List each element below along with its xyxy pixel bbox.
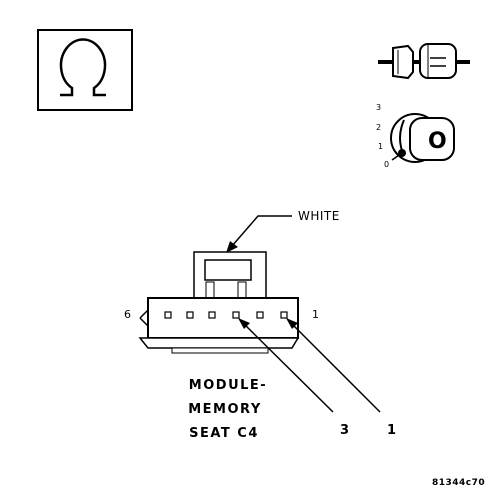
pin-cavity-6 <box>164 311 172 319</box>
pin-cavity-5 <box>186 311 194 319</box>
probe-label-3: 3 <box>340 423 351 438</box>
ignition-position-3: 3 <box>376 103 381 112</box>
ignition-position-1: 1 <box>378 142 383 151</box>
probe-label-1: 1 <box>387 423 398 438</box>
pin-right-label: 1 <box>312 308 319 321</box>
pin-cavity-4 <box>208 311 216 319</box>
probe-leader-1 <box>286 318 381 413</box>
probe-leader-3 <box>238 318 334 413</box>
ignition-position-2: 2 <box>376 123 381 132</box>
ignition-switch-positions: O 3 2 1 0 <box>376 103 455 169</box>
pin-cavity-2 <box>256 311 264 319</box>
connector-name-line-2: MEMORY <box>188 402 262 417</box>
wire-color-label: WHITE <box>298 209 340 223</box>
figure-code: 81344c70 <box>432 478 485 488</box>
pin-cavity-3 <box>232 311 240 319</box>
connector-name-line-3: SEAT C4 <box>189 426 259 441</box>
pin-cavity-1 <box>280 311 288 319</box>
ohm-resistance-icon <box>37 29 133 111</box>
wire-color-callout: WHITE <box>226 209 340 253</box>
ignition-key-icon <box>378 43 470 80</box>
connector-body <box>138 251 300 354</box>
pin-left-label: 6 <box>124 308 131 321</box>
ignition-key-label: O <box>428 129 447 154</box>
connector-name-line-1: MODULE- <box>189 378 267 393</box>
ignition-position-0: 0 <box>384 160 389 169</box>
